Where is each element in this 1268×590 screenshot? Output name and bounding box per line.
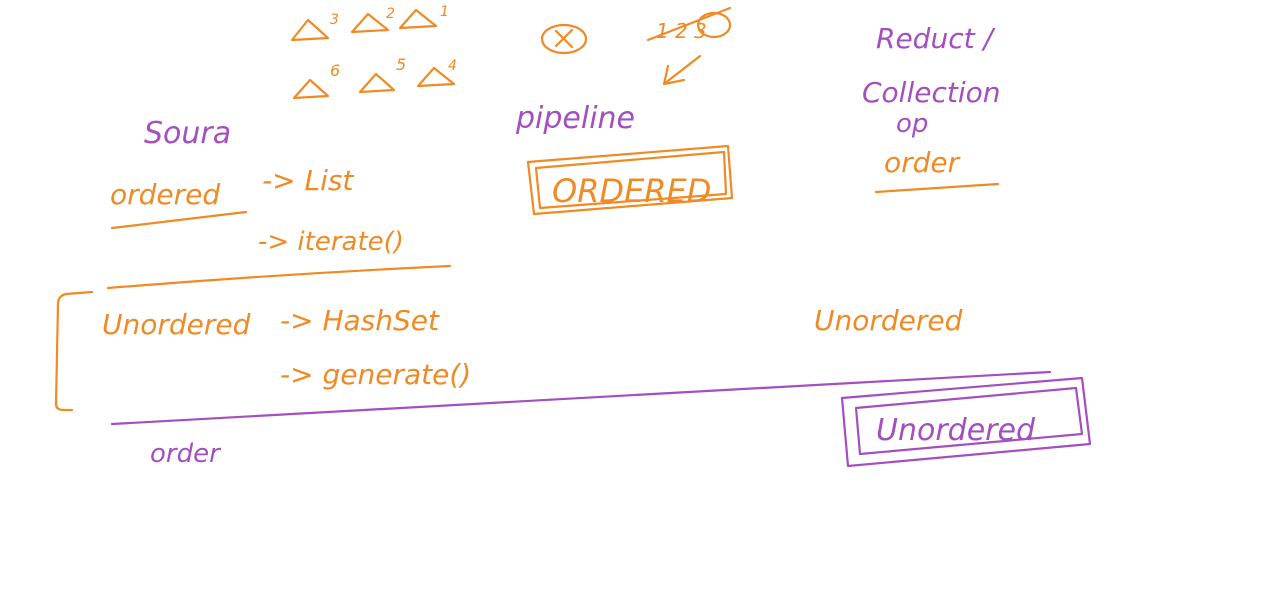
triangle-6 bbox=[292, 78, 330, 100]
pipeline-marks: 1 2 3 bbox=[646, 6, 732, 43]
ordered-item-list: -> List bbox=[262, 164, 354, 197]
ordered-separator bbox=[106, 264, 452, 290]
reduction-order-underline bbox=[874, 182, 1000, 194]
ordered-item-iterate: -> iterate() bbox=[258, 227, 404, 257]
unordered-box-text: Unordered bbox=[876, 413, 1036, 448]
triangle-3 bbox=[290, 18, 330, 42]
triangle-2-label: 2 bbox=[386, 6, 395, 22]
triangle-6-label: 6 bbox=[330, 61, 340, 80]
element-sequence-row1: 3 2 1 bbox=[290, 4, 449, 42]
reduction-unordered-label: Unordered bbox=[814, 304, 963, 337]
ordered-box-text: ORDERED bbox=[552, 172, 711, 210]
unordered-bracket bbox=[54, 290, 94, 412]
triangle-1-label: 1 bbox=[440, 4, 449, 20]
triangle-5-label: 5 bbox=[396, 55, 406, 74]
purple-divider bbox=[110, 370, 1052, 426]
reduction-heading-line3: op bbox=[896, 109, 928, 139]
source-footer-order: order bbox=[150, 439, 222, 469]
unordered-item-generate: -> generate() bbox=[280, 358, 471, 391]
triangle-3-label: 3 bbox=[330, 12, 339, 28]
ordered-underline bbox=[110, 210, 248, 230]
ordered-box: ORDERED bbox=[526, 144, 734, 216]
circled-x-mark bbox=[540, 23, 588, 55]
triangle-1 bbox=[398, 8, 438, 30]
reduction-order-label: order bbox=[884, 146, 961, 179]
element-sequence-row2: 6 5 4 bbox=[292, 55, 457, 100]
reduction-heading-line2: Collection bbox=[862, 76, 1001, 109]
unordered-item-hashset: -> HashSet bbox=[280, 304, 440, 337]
ordered-label: ordered bbox=[110, 178, 220, 211]
reduction-heading-line1: Reduct / bbox=[876, 22, 995, 55]
triangle-2 bbox=[350, 12, 390, 34]
unordered-label: Unordered bbox=[102, 308, 251, 341]
unordered-box: Unordered bbox=[840, 376, 1092, 468]
triangle-4 bbox=[416, 66, 456, 88]
source-heading: Soura bbox=[144, 116, 231, 151]
triangle-4-label: 4 bbox=[448, 58, 457, 74]
down-left-arrow bbox=[662, 54, 702, 86]
triangle-5 bbox=[358, 72, 396, 94]
pipeline-label: pipeline bbox=[515, 101, 635, 136]
